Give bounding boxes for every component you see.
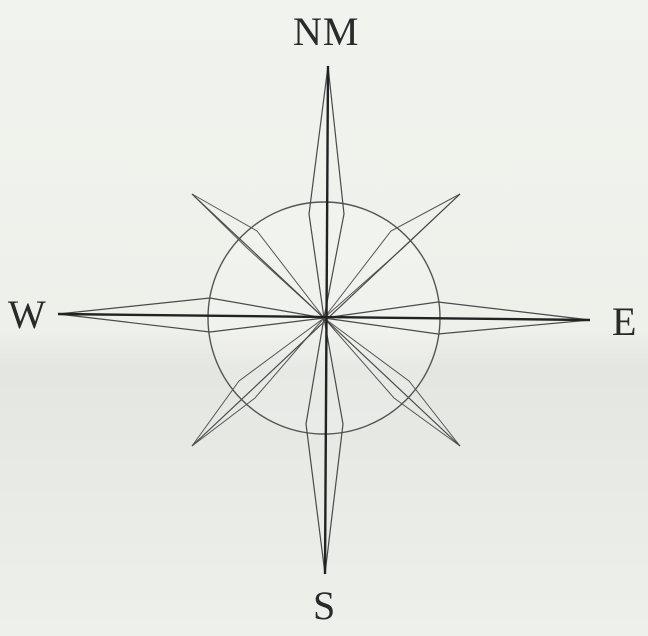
axis-north-south	[325, 66, 328, 574]
south-label: S	[313, 586, 335, 626]
north-label: NM	[293, 12, 359, 52]
east-label: E	[612, 302, 636, 342]
west-label: W	[8, 295, 46, 335]
